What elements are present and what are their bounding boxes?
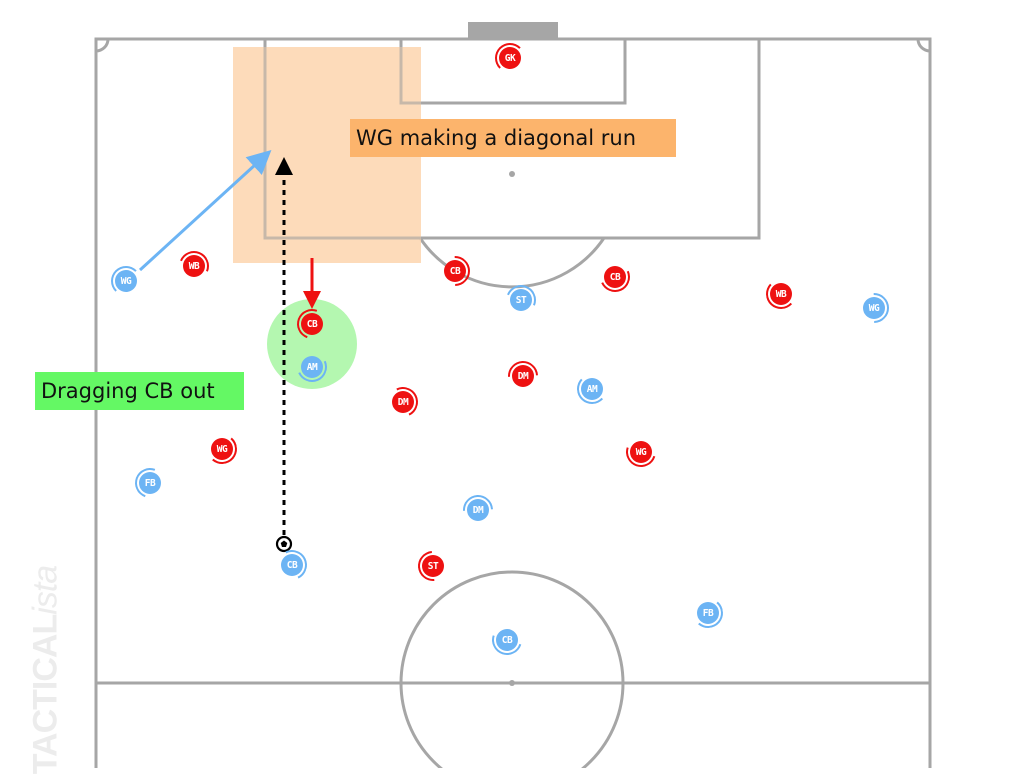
cb-drag-zone — [267, 299, 357, 389]
player-blue-st[interactable]: ST — [501, 280, 541, 320]
player-red-dm-right[interactable]: DM — [501, 354, 545, 398]
player-blue-dm[interactable]: DM — [456, 488, 500, 532]
ball-icon[interactable] — [275, 535, 293, 553]
player-blue-fb-right[interactable]: FB — [691, 596, 725, 630]
watermark-italic: ista — [26, 565, 65, 615]
corner-arc-right — [916, 38, 931, 53]
player-red-cb-dragged[interactable]: CB — [292, 304, 332, 344]
corner-arc-left — [95, 38, 110, 53]
player-role: CB — [306, 318, 318, 330]
player-role: FB — [702, 607, 714, 619]
player-role: GK — [504, 52, 516, 64]
brand-watermark: TACTICALista — [27, 566, 66, 774]
player-role: DM — [472, 504, 484, 516]
player-role: DM — [397, 396, 409, 408]
player-role: ST — [427, 560, 439, 572]
player-red-dm-left[interactable]: DM — [383, 382, 423, 422]
centre-circle — [399, 570, 625, 768]
penalty-arc — [418, 237, 606, 289]
player-role: WG — [120, 275, 132, 287]
player-blue-wg-left[interactable]: WG — [111, 266, 141, 296]
player-red-cb-right[interactable]: CB — [595, 257, 635, 297]
player-role: CB — [609, 271, 621, 283]
player-role: CB — [501, 634, 513, 646]
player-role: AM — [306, 361, 318, 373]
player-red-gk[interactable]: GK — [495, 43, 525, 73]
player-red-wb-left[interactable]: WB — [174, 246, 214, 286]
player-role: CB — [286, 559, 298, 571]
wg-diagonal-run-arrow — [138, 149, 272, 272]
penalty-spot — [509, 171, 515, 177]
player-red-wg-left[interactable]: WG — [205, 432, 239, 466]
player-role: CB — [449, 265, 461, 277]
player-blue-am-right[interactable]: AM — [576, 373, 608, 405]
player-blue-am-left[interactable]: AM — [292, 347, 332, 387]
player-blue-cb-centre[interactable]: CB — [486, 619, 528, 661]
player-red-wg-right[interactable]: WG — [620, 431, 662, 473]
watermark-bold: TACTICAL — [26, 614, 65, 774]
centre-spot — [509, 680, 515, 686]
drag-cb-label: Dragging CB out — [35, 372, 244, 410]
player-role: WG — [216, 443, 228, 455]
player-role: AM — [586, 383, 598, 395]
player-blue-cb-ball[interactable]: CB — [272, 545, 312, 585]
player-role: WG — [868, 302, 880, 314]
player-role: ST — [515, 294, 527, 306]
player-red-cb-left[interactable]: CB — [433, 249, 477, 293]
player-blue-wg-right[interactable]: WG — [852, 286, 896, 330]
player-role: DM — [517, 370, 529, 382]
player-role: WB — [775, 288, 787, 300]
goal — [468, 22, 558, 38]
player-blue-fb-left[interactable]: FB — [130, 463, 170, 503]
player-red-wb-right[interactable]: WB — [765, 278, 797, 310]
player-red-st[interactable]: ST — [411, 544, 455, 588]
player-role: FB — [144, 477, 156, 489]
player-role: WB — [188, 260, 200, 272]
diagonal-run-label: WG making a diagonal run — [350, 119, 676, 157]
player-role: WG — [635, 446, 647, 458]
